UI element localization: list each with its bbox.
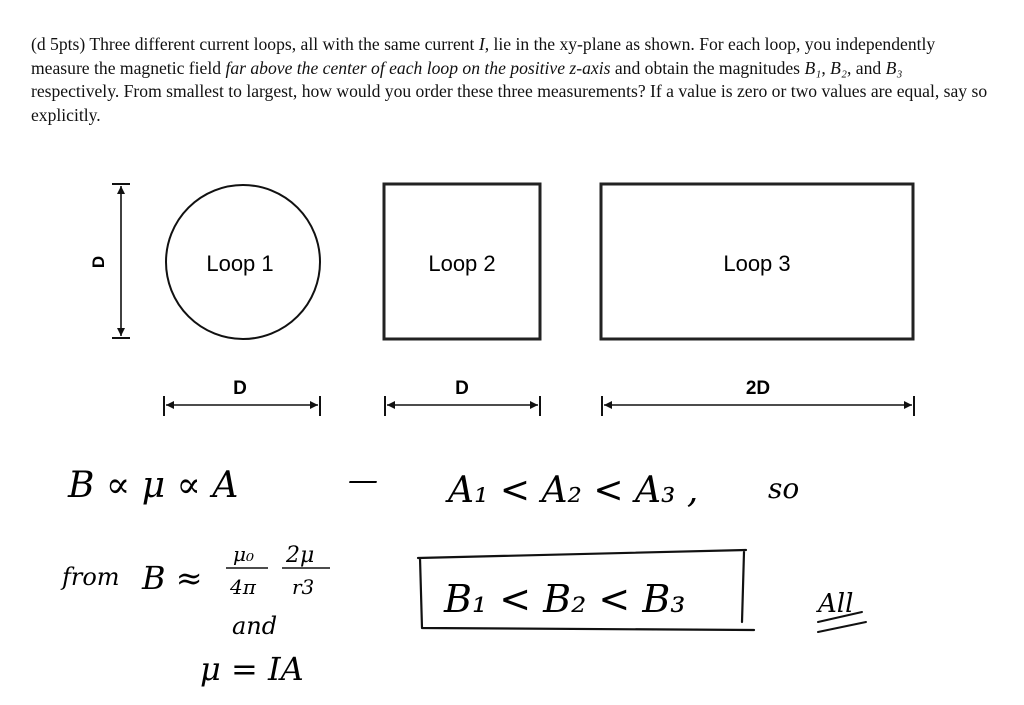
question-part2: , lie in the xy-plane as shown. For each…: [31, 34, 936, 78]
hw-formula-numerator: μ₀: [233, 542, 254, 566]
hw-formula-lhs: B ≈: [141, 559, 203, 597]
vertical-dim-label: D: [89, 256, 108, 268]
hw-grade: All: [816, 589, 853, 619]
loop-3-label: Loop 3: [723, 251, 790, 276]
question-emphasis: far above the center of each loop on the…: [225, 57, 611, 78]
hw-proportionality: B ∝ μ ∝ A: [67, 465, 238, 506]
current-symbol: I: [478, 34, 485, 54]
vertical-dimension: D: [89, 183, 130, 339]
b1-symbol: B₁: [804, 57, 822, 78]
question-part4: respectively. From smallest to largest, …: [31, 81, 988, 125]
hw-answer: B₁ < B₂ < B₃: [443, 577, 685, 621]
horizontal-dimension-3: 2D: [601, 378, 915, 416]
question-sep1: ,: [821, 57, 831, 78]
hw-formula-denominator: 4π: [229, 575, 257, 599]
loop-2-label: Loop 2: [428, 251, 495, 276]
hw-formula-numerator-2: 2μ: [285, 543, 314, 568]
hw-from: from: [60, 563, 120, 591]
loop-1-label: Loop 1: [206, 251, 273, 276]
hw-area-order: A₁ < A₂ < A₃ ,: [445, 470, 698, 511]
horizontal-dimension-1: D: [163, 378, 321, 416]
hw-dash: —: [348, 463, 378, 498]
question-text: (d 5pts) Three different current loops, …: [31, 33, 991, 127]
horizontal-dimension-2: D: [384, 378, 541, 416]
b3-symbol: B₃: [885, 57, 903, 78]
hw-so: so: [768, 472, 799, 505]
hw-mu-definition: μ = IA: [200, 650, 304, 688]
handwritten-work: B ∝ μ ∝ A — A₁ < A₂ < A₃ , so from B ≈ μ…: [60, 463, 867, 688]
loop-2-square: [382, 182, 542, 341]
hdim-3-label: 2D: [746, 378, 770, 399]
question-part3: and obtain the magnitudes: [610, 57, 805, 78]
loop-3-rectangle: [599, 182, 915, 341]
loop-1-circle: [165, 184, 321, 340]
hw-grade-underline: [817, 611, 867, 633]
question-prefix: (d 5pts) Three different current loops, …: [31, 34, 479, 54]
hdim-2-label: D: [455, 378, 469, 399]
b2-symbol: B₂: [830, 57, 847, 78]
hw-formula-denominator-2: r3: [292, 575, 314, 599]
hdim-1-label: D: [233, 378, 247, 399]
question-sep2: , and: [846, 57, 886, 78]
hw-answer-box: [416, 548, 756, 632]
hw-and: and: [232, 612, 277, 640]
